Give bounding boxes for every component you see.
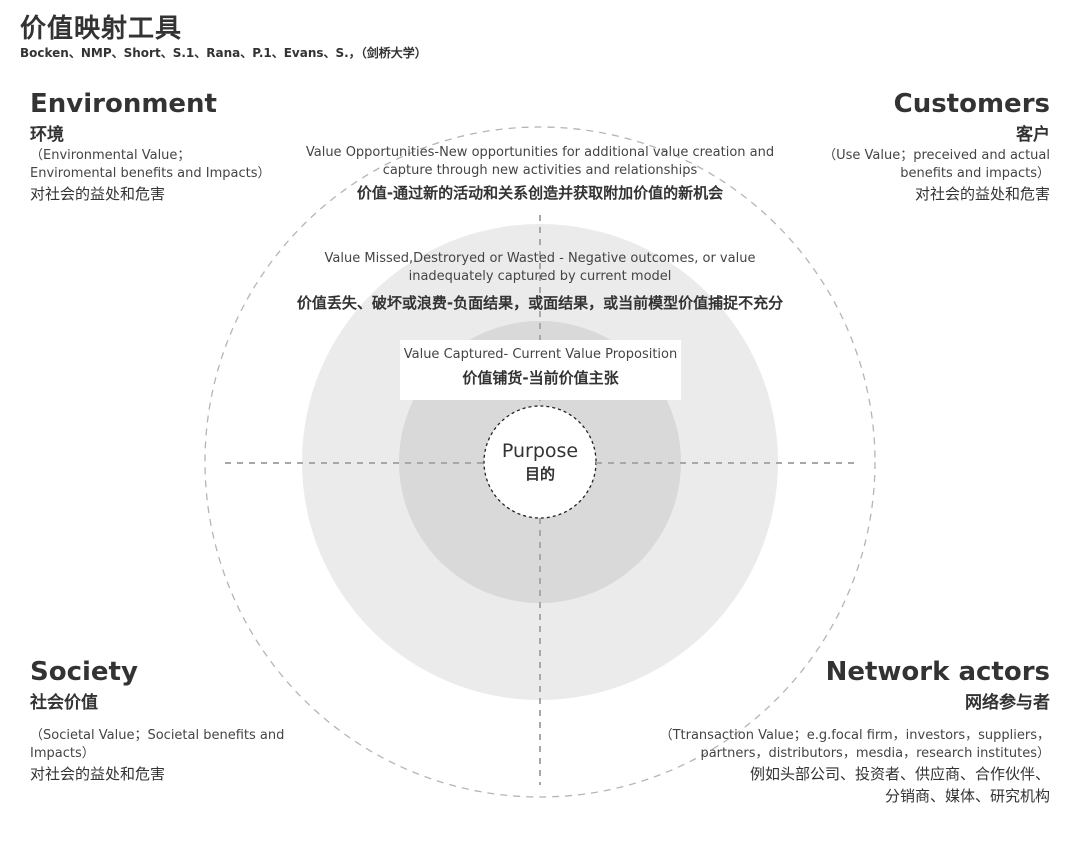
purpose-label: Purpose 目的: [494, 438, 586, 484]
purpose-cn: 目的: [524, 465, 555, 483]
network-cn-desc-1: 例如头部公司、投资者、供应商、合作伙伴、: [749, 765, 1050, 783]
environment-desc-2: Enviromental benefits and Impacts）: [30, 166, 271, 181]
purpose-label-box: [494, 435, 586, 493]
environment-cn: 环境: [30, 125, 64, 145]
network-cn-desc-2: 分销商、媒体、研究机构: [884, 787, 1050, 805]
page-subtitle: Bocken、NMP、Short、S.1、Rana、P.1、Evans、S.，（…: [20, 46, 427, 60]
page-title: 价值映射工具: [20, 14, 183, 44]
society-title: Society: [30, 657, 138, 687]
value-captured-cn: 价值铺货-当前价值主张: [462, 369, 619, 387]
society-section: Society 社会价值 （Societal Value；Societal be…: [30, 656, 330, 785]
environment-title: Environment: [30, 89, 217, 119]
environment-cn-desc: 对社会的益处和危害: [30, 185, 166, 203]
society-desc-2: Impacts）: [30, 746, 95, 761]
purpose-en: Purpose: [501, 440, 579, 462]
customers-title: Customers: [893, 89, 1050, 119]
network-section: Network actors 网络参与者 （Ttransaction Value…: [630, 656, 1050, 807]
environment-section: Environment 环境 （Environmental Value； Env…: [30, 88, 330, 205]
value-opportunities-en-1: Value Opportunities-New opportunities fo…: [305, 145, 775, 160]
value-opportunities-label: Value Opportunities-New opportunities fo…: [240, 144, 840, 205]
network-desc-1: （Ttransaction Value；e.g.focal firm，inves…: [659, 728, 1050, 743]
value-captured-label-box: [400, 340, 681, 400]
value-opportunities-en-2: capture through new activities and relat…: [382, 163, 698, 178]
society-cn: 社会价值: [30, 693, 98, 713]
value-missed-en-2: inadequately captured by current model: [408, 269, 672, 284]
value-missed-cn: 价值丢失、破坏或浪费-负面结果，或面结果，或当前模型价值捕捉不充分: [296, 294, 784, 312]
customers-section: Customers 客户 （Use Value；preceived and ac…: [750, 88, 1050, 205]
customers-cn-desc: 对社会的益处和危害: [914, 185, 1050, 203]
society-desc-1: （Societal Value；Societal benefits and: [30, 728, 285, 743]
environment-desc-1: （Environmental Value；: [30, 148, 191, 163]
value-missed-en-1: Value Missed,Destroryed or Wasted - Nega…: [324, 251, 756, 266]
customers-cn: 客户: [1016, 125, 1050, 145]
value-opportunities-cn: 价值-通过新的活动和关系创造并获取附加价值的新机会: [356, 184, 724, 202]
customers-desc-2: benefits and impacts）: [900, 166, 1050, 181]
network-title: Network actors: [825, 657, 1050, 687]
customers-desc-1: （Use Value；preceived and actual: [823, 148, 1050, 163]
society-cn-desc: 对社会的益处和危害: [30, 765, 166, 783]
value-captured-label: Value Captured- Current Value Propositio…: [400, 346, 681, 390]
value-missed-label: Value Missed,Destroryed or Wasted - Nega…: [240, 250, 840, 315]
network-desc-2: partners，distributors，mesdia，research in…: [700, 746, 1050, 761]
value-captured-en: Value Captured- Current Value Propositio…: [403, 347, 678, 362]
network-cn: 网络参与者: [965, 693, 1050, 713]
